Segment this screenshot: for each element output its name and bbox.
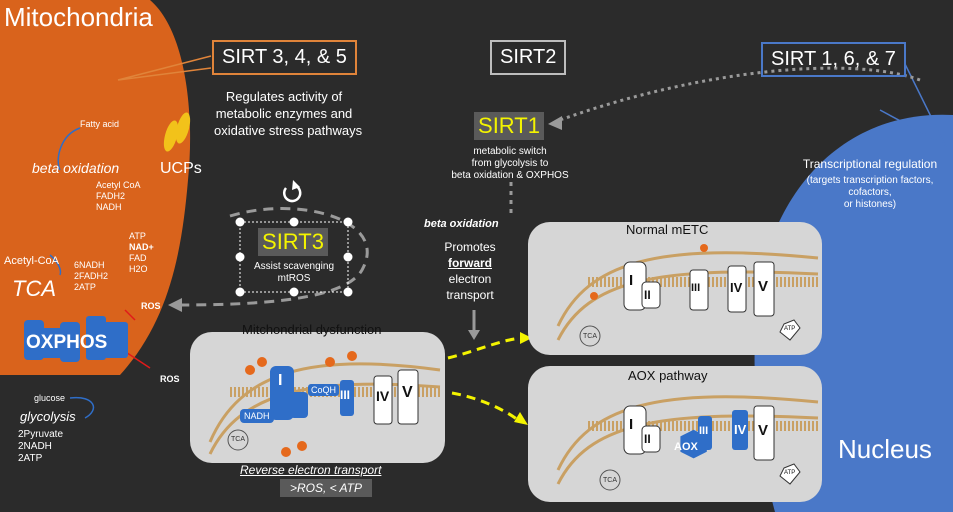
acetyl-coa-label: Acetyl-CoA [4,255,60,267]
forward-beta-label: beta oxidation [424,218,499,230]
complex-2-normal: II [644,288,651,302]
tca-small-dys: TCA [231,436,245,443]
complex-2-aox: II [644,432,651,446]
complex-1-normal: I [629,272,634,289]
panel-aox-title: AOX pathway [628,368,708,383]
ros-label: ROS [141,301,161,311]
reverse-label: Reverse electron transport [240,463,382,477]
sirt3-label: SIRT3 [258,228,328,256]
transcription-title: Transcriptional regulation [802,157,938,171]
complex-5-dys: V [402,384,413,401]
dotted-arrow-nuclear [559,66,921,122]
panel-dysfunction: Mitchondrial dysfunction I III IV V CoQH… [190,322,445,463]
complex-4-normal: IV [730,280,743,295]
oxphos-label: OXPHOS [26,332,108,353]
mitochondria-shape [0,0,191,375]
panel-dysfunction-title: Mitchondrial dysfunction [242,322,382,337]
tca-small-normal: TCA [583,333,597,340]
complex-3-normal: III [691,282,701,294]
dashed-arrow-sirt3 [177,207,369,307]
complex-3-dys: III [340,388,351,402]
sirt-cyto-box: SIRT2 [490,40,567,75]
complex-1-aox: I [629,416,634,433]
fatty-acid-label: Fatty acid [80,119,120,129]
glycolysis-label: glycolysis [20,409,76,424]
tca-label: TCA [12,276,56,301]
panel-normal: Normal mETC I II III IV V TCA ATP [528,222,822,355]
glucose-label: glucose [34,393,66,403]
complex-5-normal: V [758,278,769,295]
complex-1-dys: I [278,372,283,389]
transcription-sub: (targets transcription factors,cofactors… [806,175,934,210]
complex-4-dys: IV [376,388,390,404]
ucps-label: UCPs [160,160,202,177]
complex-3-aox: III [699,425,709,437]
nucleus-label: Nucleus [838,434,932,464]
panel-normal-title: Normal mETC [626,222,709,237]
coqh-label: CoQH [308,384,340,396]
sirt1-label: SIRT1 [474,112,544,140]
atp-small-aox: ATP [784,470,796,476]
ros-out-label: ROS [160,374,180,384]
ucp-icon [163,120,179,152]
oxphos-complexes [24,316,128,362]
tca-small-aox: TCA [603,477,617,484]
reverse-sub: >ROS, < ATP [280,479,372,497]
beta-oxidation-label: beta oxidation [32,160,120,176]
atp-small-normal: ATP [784,326,796,332]
complex-4-aox: IV [734,422,747,437]
forward-description: Promotes forward electron transport [444,240,496,302]
nadh-label: NADH [240,409,274,423]
complex-5-aox: V [758,422,769,439]
yellow-arrow-aox [451,391,519,422]
panel-aox: AOX pathway I II AOX III IV V TCA ATP [528,366,822,502]
page-title: Mitochondria [4,2,153,32]
sirt-nuclear-box: SIRT 1, 6, & 7 [761,42,906,77]
aox-label: AOX [674,441,698,453]
sirt-mito-box: SIRT 3, 4, & 5 [212,40,357,75]
yellow-arrow-normal [447,336,523,360]
